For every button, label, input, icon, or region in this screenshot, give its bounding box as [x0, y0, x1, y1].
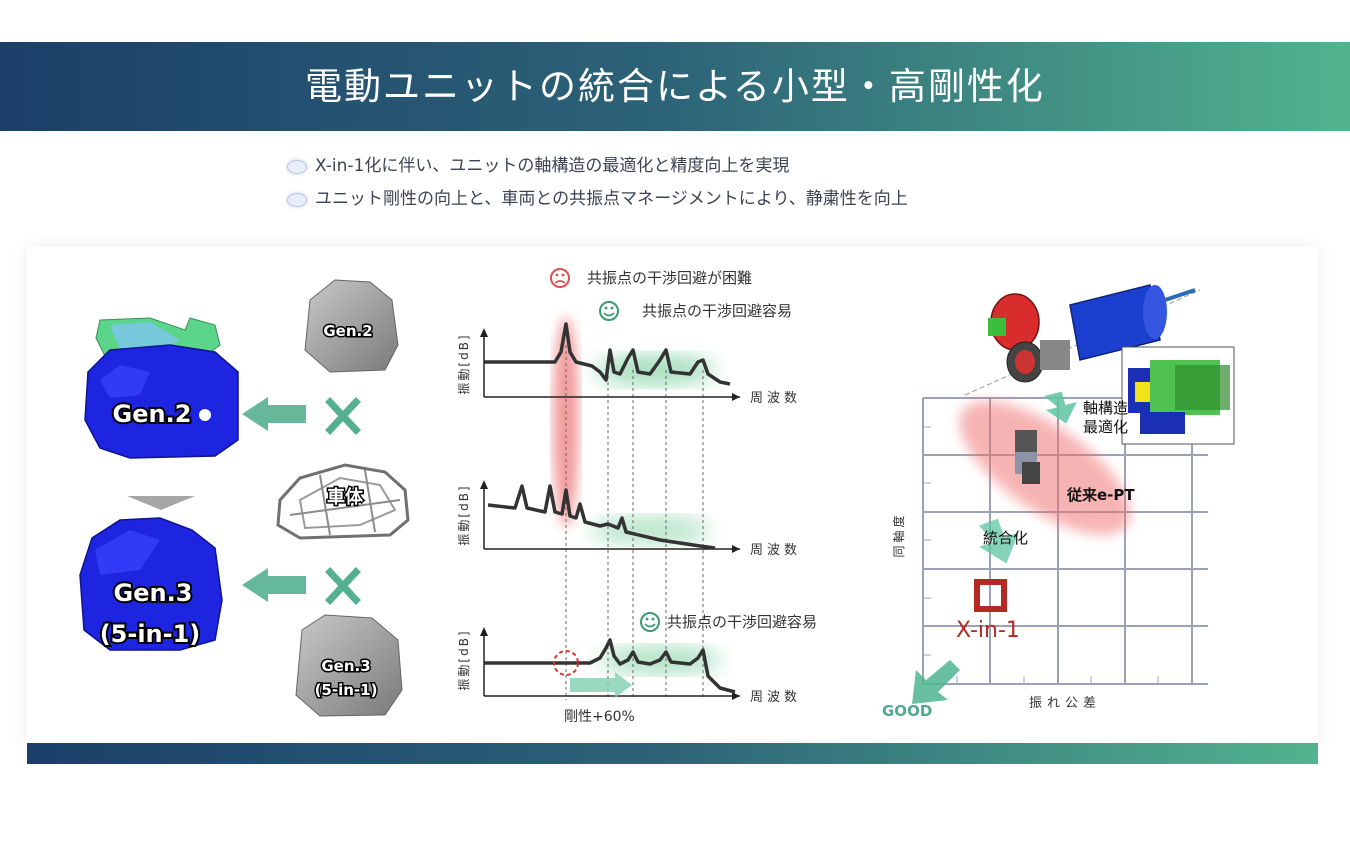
smile-face-icon	[599, 301, 619, 321]
spectrum-graph-1	[480, 322, 740, 401]
bullet-text: X-in-1化に伴い、ユニットの軸構造の最適化と精度向上を実現	[315, 156, 790, 176]
bullet-text: ユニット剛性の向上と、車両との共振点マネージメントにより、静粛性を向上	[315, 189, 908, 209]
gen2-small-image	[304, 279, 399, 373]
y-axis-label: 振動[dB]	[457, 333, 471, 394]
sad-face-icon	[550, 268, 570, 288]
xin1-label: X-in-1	[956, 618, 1020, 643]
bullet-item: ユニット剛性の向上と、車両との共振点マネージメントにより、静粛性を向上	[287, 183, 908, 216]
left-arrow-icon	[242, 568, 306, 602]
y-axis-label-right: 同軸度	[891, 512, 906, 557]
cross-icon	[325, 567, 361, 605]
data-marker	[1022, 462, 1040, 484]
gen2-small-label: Gen.2	[323, 322, 372, 340]
gen2-unit-image	[84, 317, 239, 459]
page-title: 電動ユニットの統合による小型・高剛性化	[305, 65, 1045, 108]
gen3-large-label-line1: Gen.3	[114, 579, 193, 607]
y-axis-label: 振動[dB]	[457, 484, 471, 545]
shaft-label-line2: 最適化	[1083, 418, 1128, 436]
cross-icon	[325, 397, 361, 435]
gen2-large-label: Gen.2	[113, 400, 192, 428]
bullet-list: X-in-1化に伴い、ユニットの軸構造の最適化と精度向上を実現 ユニット剛性の向…	[287, 150, 908, 216]
integration-label: 統合化	[983, 529, 1028, 547]
bullet-item: X-in-1化に伴い、ユニットの軸構造の最適化と精度向上を実現	[287, 150, 908, 183]
xin1-marker	[974, 579, 1007, 612]
gen3-large-label-line2: (5-in-1)	[100, 620, 201, 648]
gen3-small-image	[295, 614, 403, 717]
x-axis-label: 周波数	[750, 690, 801, 705]
smile-face-icon	[640, 612, 660, 632]
footer-bar	[27, 743, 1318, 764]
x-axis-label-right: 振れ公差	[1029, 696, 1101, 711]
x-axis-label: 周波数	[750, 543, 801, 558]
spectrum-graph-3	[480, 627, 740, 700]
title-banner: 電動ユニットの統合による小型・高剛性化	[0, 42, 1350, 131]
down-arrow-icon	[127, 496, 195, 510]
bullet-icon	[287, 193, 307, 207]
motor-axis-image	[964, 284, 1201, 396]
good-label: GOOD	[882, 702, 932, 720]
good-direction-arrow-icon	[912, 660, 960, 704]
bullet-icon	[287, 160, 307, 174]
shifted-resonance-marker	[553, 650, 579, 676]
x-axis-label: 周波数	[750, 391, 801, 406]
legend-bad-text: 共振点の干渉回避が困難	[587, 269, 752, 287]
right-arrow-icon	[570, 672, 632, 698]
shaft-detail-inset	[1121, 346, 1235, 445]
car-body-image	[276, 463, 410, 540]
legend-good-text: 共振点の干渉回避容易	[642, 302, 792, 320]
spectrum-graph-2	[480, 480, 740, 553]
gen3-small-label-line1: Gen.3	[321, 657, 370, 675]
grid-minor-ticks	[923, 426, 1159, 684]
conventional-range-ellipse	[959, 401, 1131, 535]
stiffness-label: 剛性+60%	[564, 709, 635, 725]
gen3-small-label-line2: (5-in-1)	[315, 681, 378, 699]
resonance-conflict-band	[553, 317, 579, 527]
down-arrow-icon	[978, 518, 1019, 564]
down-arrow-icon	[1044, 391, 1077, 424]
car-body-label: 車体	[327, 486, 364, 508]
shaft-label-line1: 軸構造	[1083, 399, 1128, 417]
left-arrow-icon	[242, 397, 306, 431]
y-axis-label: 振動[dB]	[457, 629, 471, 690]
gen3-unit-image	[79, 517, 223, 651]
conventional-label: 従来e-PT	[1066, 486, 1135, 504]
annotation-good-text: 共振点の干渉回避容易	[667, 613, 817, 631]
data-marker	[1015, 430, 1037, 452]
